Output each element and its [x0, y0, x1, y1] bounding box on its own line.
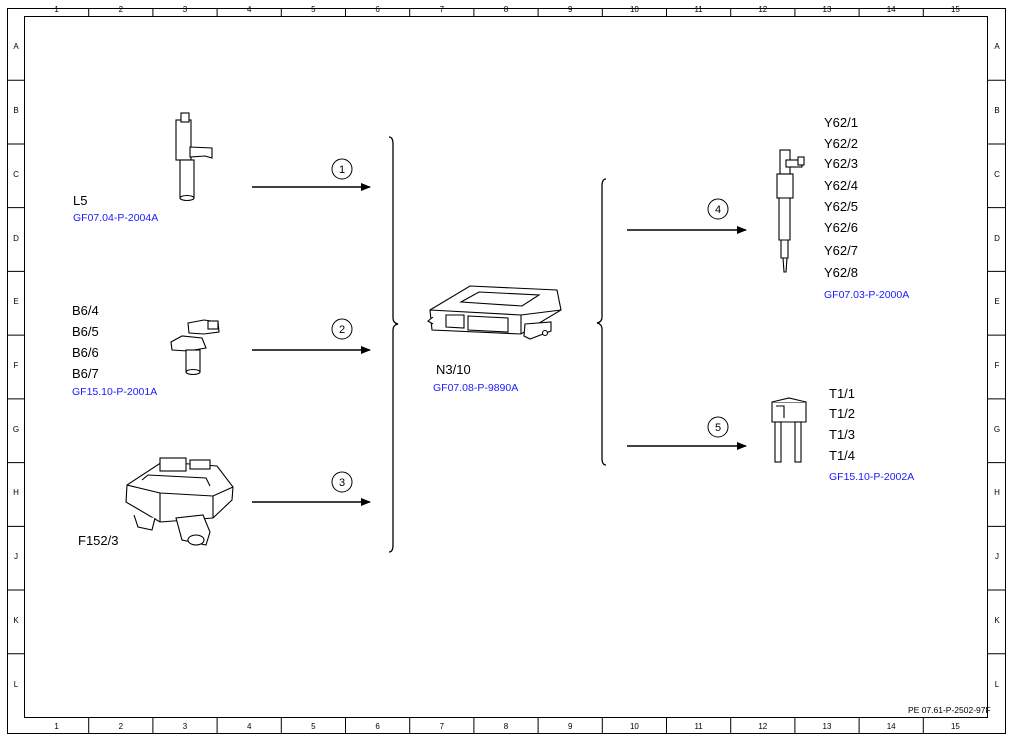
component-label: L5 — [73, 193, 88, 208]
injector-icon — [776, 149, 805, 273]
grid-row-left: E — [13, 297, 19, 307]
signal-circle-3 — [331, 471, 353, 493]
grid-column-bottom: 14 — [886, 722, 896, 731]
component-label: B6/5 — [72, 324, 99, 339]
grid-row-left: K — [13, 615, 19, 625]
output-brace — [596, 178, 607, 466]
grid-row-left: H — [13, 488, 19, 498]
component-label: F152/3 — [78, 533, 119, 548]
grid-column-bottom: 9 — [567, 722, 573, 731]
fuse-box-icon — [125, 457, 234, 546]
component-label: Y62/8 — [824, 265, 858, 280]
grid-row-left: A — [13, 42, 19, 52]
grid-row-right: H — [994, 488, 1000, 498]
grid-column-bottom: 10 — [629, 722, 639, 731]
grid-column-top: 4 — [246, 5, 252, 14]
component-label: Y62/7 — [824, 243, 858, 258]
component-label: T1/4 — [829, 448, 856, 463]
grid-row-left: D — [13, 233, 19, 243]
grid-column-bottom: 12 — [758, 722, 768, 731]
grid-column-top: 6 — [375, 5, 380, 14]
signal-circle-4 — [707, 198, 729, 220]
grid-column-bottom: 15 — [950, 722, 960, 731]
signal-circle-2 — [331, 318, 353, 340]
grid-column-bottom: 4 — [246, 722, 252, 731]
camshaft-sensor-icon — [170, 319, 220, 376]
signal-circle-5 — [707, 416, 729, 438]
signal-number: 1 — [339, 164, 345, 176]
grid-column-bottom: 5 — [311, 722, 316, 731]
grid-column-top: 3 — [182, 5, 188, 14]
grid-row-right: B — [994, 106, 1000, 116]
component-label: Y62/5 — [824, 199, 858, 214]
grid-row-right: J — [995, 552, 999, 562]
signal-circle-1 — [331, 158, 353, 180]
grid-column-top: 2 — [118, 5, 124, 14]
component-label: Y62/4 — [824, 178, 858, 193]
grid-column-top: 5 — [311, 5, 316, 14]
component-label: T1/3 — [829, 427, 856, 442]
grid-row-right: E — [994, 297, 1000, 307]
grid-column-top: 11 — [694, 5, 703, 14]
grid-row-left: J — [14, 552, 18, 562]
reference-link[interactable]: GF07.08-P-9890A — [433, 382, 519, 394]
outer-frame — [7, 8, 1006, 734]
signal-number: 3 — [339, 477, 345, 489]
component-label: Y62/1 — [824, 115, 858, 130]
grid-column-top: 7 — [439, 5, 445, 14]
grid-row-left: L — [13, 679, 19, 689]
component-label: T1/2 — [829, 406, 856, 421]
grid-row-right: F — [994, 361, 1000, 370]
reference-link[interactable]: GF07.04-P-2004A — [73, 212, 159, 224]
grid-row-left: B — [13, 106, 19, 116]
grid-column-top: 1 — [54, 5, 59, 14]
grid-column-top: 14 — [886, 5, 896, 14]
grid-row-right: C — [994, 169, 1000, 179]
grid-row-right: K — [994, 615, 1000, 625]
grid-column-top: 8 — [503, 5, 509, 14]
component-label: N3/10 — [436, 362, 471, 377]
input-brace — [388, 136, 399, 553]
control-unit-icon — [427, 285, 562, 340]
component-label: B6/4 — [72, 303, 99, 318]
component-label: T1/1 — [829, 386, 856, 401]
grid-column-bottom: 1 — [54, 722, 59, 731]
grid-column-top: 9 — [567, 5, 573, 14]
grid-column-top: 15 — [950, 5, 960, 14]
grid-column-bottom: 11 — [694, 722, 703, 731]
component-label: B6/7 — [72, 366, 99, 381]
glow-plug-icon — [771, 397, 807, 463]
grid-row-right: L — [994, 679, 1000, 689]
signal-number: 2 — [339, 324, 345, 336]
component-label: Y62/2 — [824, 136, 858, 151]
grid-column-top: 10 — [629, 5, 639, 14]
signal-number: 5 — [715, 422, 721, 434]
component-label: Y62/6 — [824, 220, 858, 235]
crankshaft-sensor-icon — [175, 112, 213, 202]
inner-frame — [24, 16, 988, 718]
grid-column-top: 12 — [758, 5, 768, 14]
grid-row-right: G — [993, 424, 1001, 434]
grid-row-left: C — [13, 169, 19, 179]
grid-row-right: D — [994, 233, 1000, 243]
component-label: B6/6 — [72, 345, 99, 360]
grid-column-bottom: 2 — [118, 722, 124, 731]
grid-row-left: F — [13, 361, 19, 370]
grid-column-bottom: 6 — [375, 722, 380, 731]
reference-link[interactable]: GF15.10-P-2001A — [72, 386, 158, 398]
grid-column-bottom: 13 — [822, 722, 832, 731]
grid-column-top: 13 — [822, 5, 832, 14]
reference-link[interactable]: GF07.03-P-2000A — [824, 289, 910, 301]
reference-link[interactable]: GF15.10-P-2002A — [829, 471, 915, 483]
grid-column-bottom: 8 — [503, 722, 509, 731]
signal-number: 4 — [715, 204, 721, 216]
grid-ticks — [7, 8, 1006, 734]
component-label: Y62/3 — [824, 156, 858, 171]
grid-column-bottom: 7 — [439, 722, 445, 731]
grid-column-bottom: 3 — [182, 722, 188, 731]
grid-row-left: G — [12, 424, 20, 434]
document-id: PE 07.61-P-2502-97F — [908, 705, 991, 715]
grid-row-right: A — [994, 42, 1000, 52]
